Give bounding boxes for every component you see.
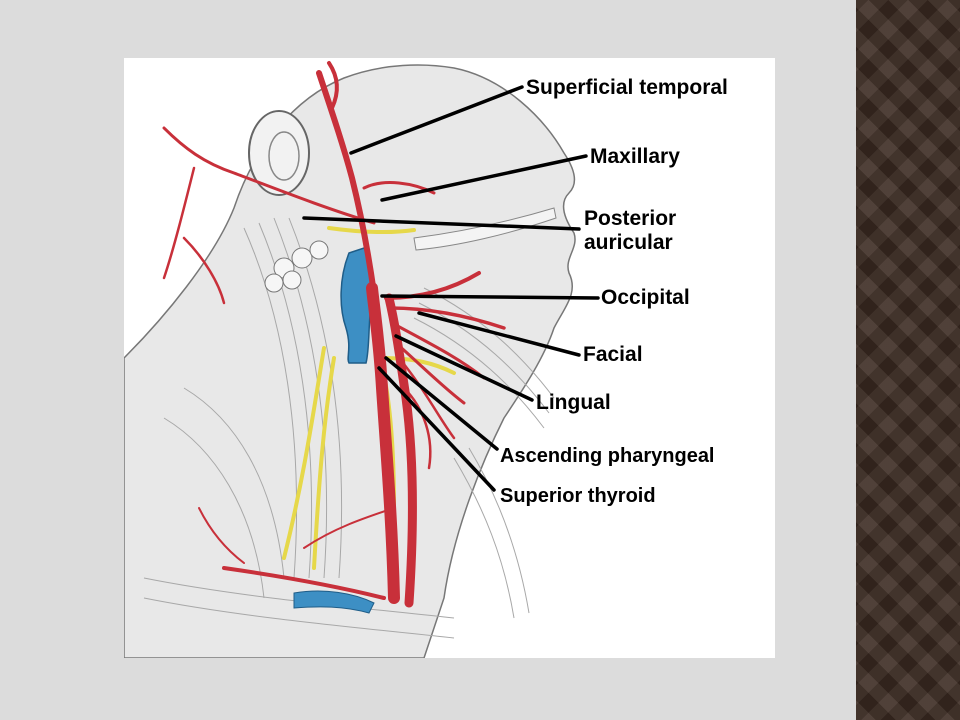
leader-maxillary (380, 154, 588, 202)
neck-artery-illustration (124, 61, 600, 658)
leader-facial (417, 311, 581, 357)
label-ascending-pharyngeal: Ascending pharyngeal (500, 445, 715, 467)
decorative-side-band (856, 0, 960, 720)
arteries (162, 61, 506, 608)
slide: Superficial temporal Maxillary Posterior… (124, 58, 775, 658)
leader-lingual (394, 334, 534, 402)
leader-ascending-pharyngeal (384, 356, 499, 451)
ear-inner (268, 131, 300, 181)
leader-posterior-auricular (302, 216, 581, 231)
leader-superficial-temporal (349, 85, 524, 155)
leader-superior-thyroid (377, 366, 496, 492)
label-facial: Facial (583, 343, 643, 366)
leader-lines (302, 85, 600, 492)
mastoid-cluster (264, 240, 329, 293)
leader-occipital (380, 294, 600, 300)
label-superior-thyroid: Superior thyroid (500, 485, 656, 507)
label-maxillary: Maxillary (590, 145, 680, 168)
label-occipital: Occipital (601, 286, 690, 309)
label-superficial-temporal: Superficial temporal (526, 76, 728, 99)
label-posterior-auricular-line2: auricular (584, 231, 673, 254)
label-posterior-auricular-line1: Posterior (584, 207, 677, 230)
anatomy-figure: Superficial temporal Maxillary Posterior… (124, 58, 775, 658)
fascia-band (413, 207, 557, 251)
subclavian-vein (293, 590, 375, 614)
label-lingual: Lingual (536, 391, 611, 414)
